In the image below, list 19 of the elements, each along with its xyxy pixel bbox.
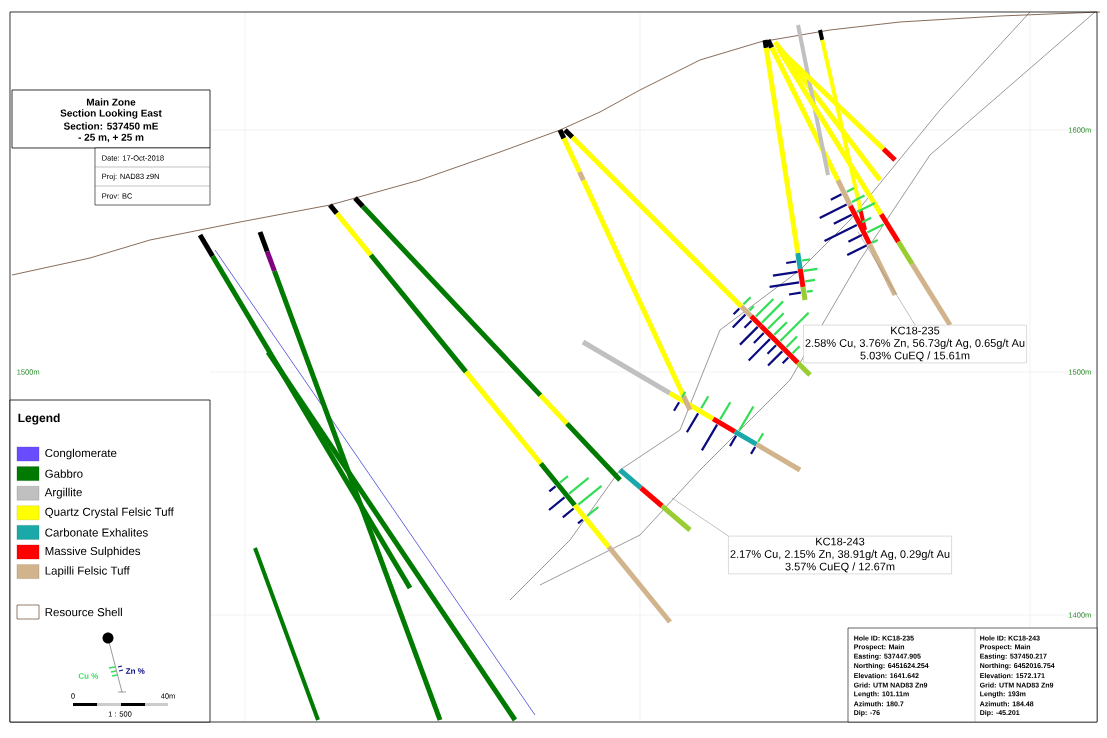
callout-box: KC18-235 2.58% Cu, 3.76% Zn, 56.73g/t Ag, 0.65g/t Au 5.03% CuEQ / 15.61m bbox=[803, 324, 1027, 364]
legend-text: Quartz Crystal Felsic Tuff bbox=[45, 507, 174, 519]
axis-label: Cu % bbox=[78, 673, 99, 679]
legend-text: Massive Sulphides bbox=[45, 546, 141, 558]
title-text: Main Zone bbox=[86, 98, 136, 106]
legend-text: Conglomerate bbox=[45, 448, 117, 460]
callout-box: KC18-243 2.17% Cu, 2.15% Zn, 38.91g/t Ag, 0.29g/t Au 3.57% CuEQ / 12.67m bbox=[728, 535, 952, 575]
legend-text: Gabbro bbox=[45, 469, 83, 478]
title-text: Section Looking East bbox=[60, 109, 162, 119]
title-text: - 25 m, + 25 m bbox=[78, 133, 144, 143]
leader-line bbox=[857, 231, 916, 326]
legend-title: Legend bbox=[18, 413, 60, 425]
legend-text: Resource Shell bbox=[45, 607, 122, 617]
legend-text: Carbonate Exhalites bbox=[45, 528, 148, 537]
title-text: Section: 537450 mE bbox=[63, 122, 159, 130]
legend-text: Lapilli Felsic Tuff bbox=[45, 566, 130, 577]
legend-text: Argillite bbox=[44, 487, 82, 499]
leader-line bbox=[671, 497, 729, 537]
axis-label: Zn % bbox=[125, 668, 145, 674]
